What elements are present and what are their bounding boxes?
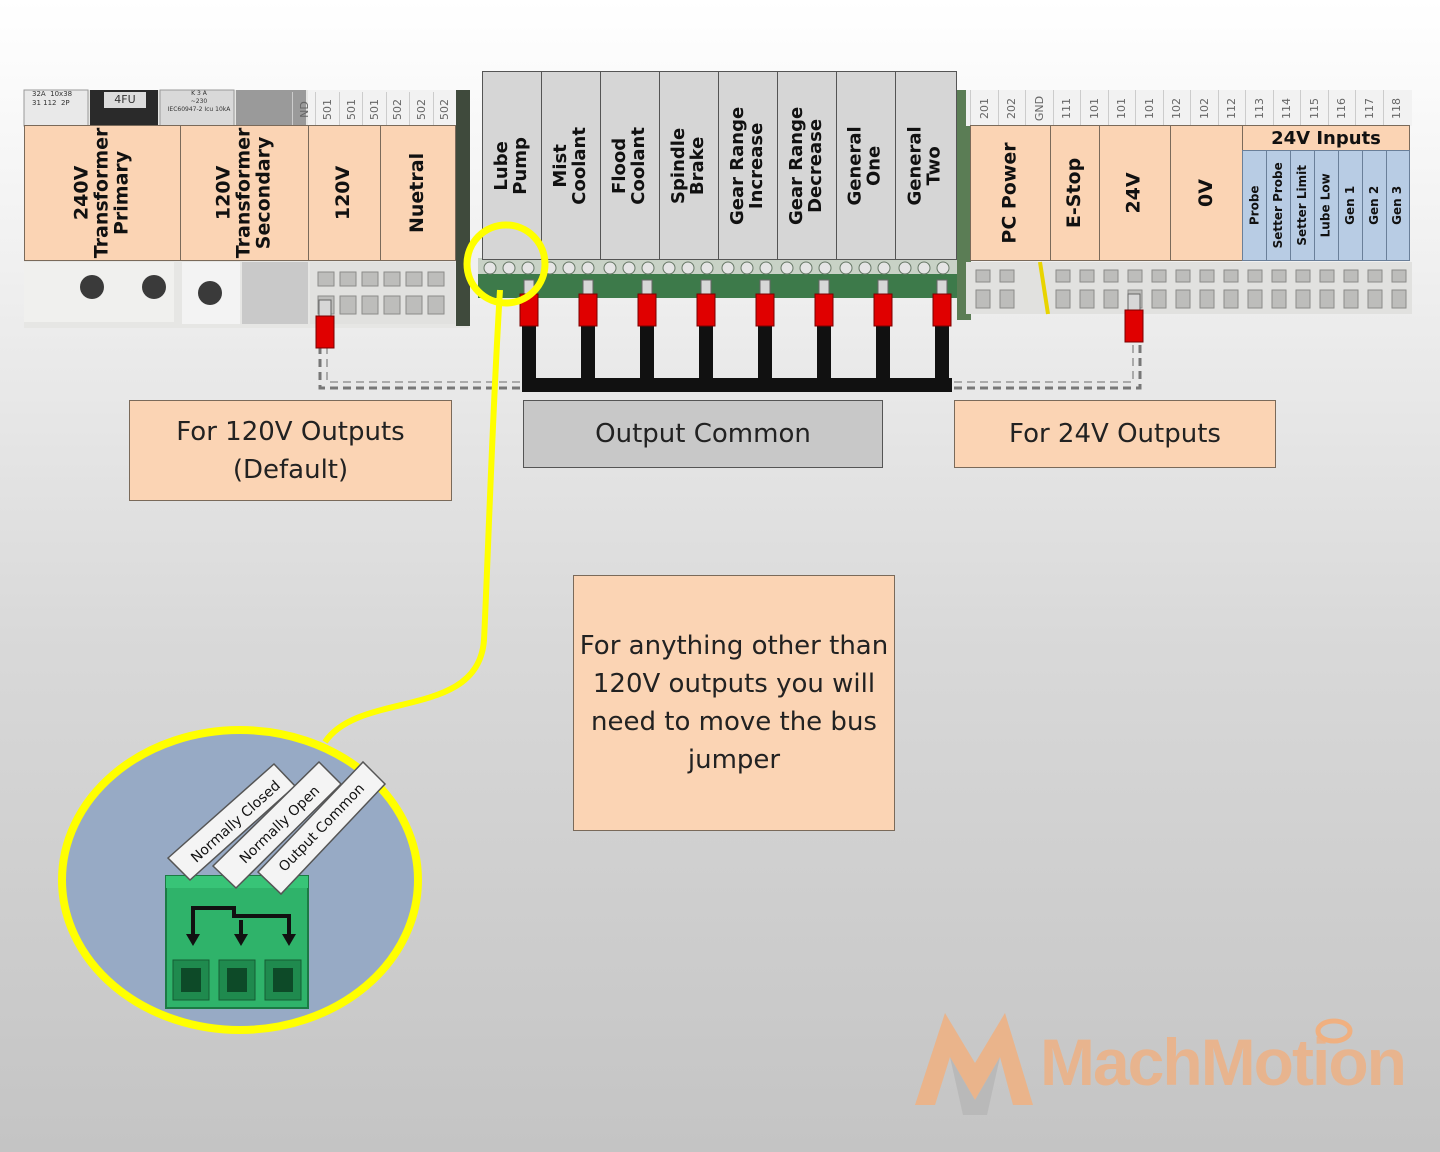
terminal-number: 501 <box>362 92 385 126</box>
input-probe: Probe <box>1242 150 1267 261</box>
terminal-number: 101 <box>1135 90 1163 126</box>
label-gear-range-increase: Gear Range Increase <box>718 71 778 260</box>
label-nuetral: Nuetral <box>380 125 456 261</box>
terminal-number: 101 <box>1080 90 1108 126</box>
fuse-rating: 32A 10x38 31 112 2P <box>32 90 73 107</box>
callout-output-common: Output Common <box>523 400 883 468</box>
terminal-number: 101 <box>1107 90 1136 126</box>
terminal-number: 115 <box>1300 90 1328 126</box>
label-120v-transformer-secondary: 120V Transformer Secondary <box>180 125 309 261</box>
label-mist-coolant: Mist Coolant <box>541 71 601 260</box>
terminal-number: 502 <box>432 92 456 126</box>
inputs-header: 24V Inputs <box>1242 125 1410 151</box>
machmotion-logo-swoosh-icon <box>1315 1018 1353 1044</box>
label-general-one: General One <box>836 71 896 260</box>
terminal-number: 502 <box>409 92 432 126</box>
terminal-number: 501 <box>338 92 362 126</box>
terminal-number: 102 <box>1162 90 1191 126</box>
label-lube-pump: Lube Pump <box>482 71 542 260</box>
input-gen-1: Gen 1 <box>1338 150 1363 261</box>
terminal-number: 202 <box>997 90 1026 126</box>
input-setter-limit: Setter Limit <box>1290 150 1315 261</box>
label-24v: 24V <box>1099 125 1171 261</box>
terminal-number: GND <box>1025 90 1053 126</box>
terminal-number: 114 <box>1272 90 1301 126</box>
input-gen-2: Gen 2 <box>1362 150 1387 261</box>
input-lube-low: Lube Low <box>1314 150 1339 261</box>
label-240v-transformer-primary: 240V Transformer Primary <box>24 125 181 261</box>
machmotion-logo-mark <box>915 1013 1033 1115</box>
label-general-two: General Two <box>895 71 957 260</box>
terminal-number: ND <box>292 92 315 126</box>
label-spindle-brake: Spindle Brake <box>659 71 719 260</box>
label-flood-coolant: Flood Coolant <box>600 71 660 260</box>
breaker-rating: K 3 A ~230 IEC60947-2 Icu 10kA <box>167 90 231 113</box>
machmotion-logo-text: MachMotion <box>1040 1025 1407 1099</box>
terminal-number: 118 <box>1382 90 1411 126</box>
terminal-number: 116 <box>1327 90 1356 126</box>
terminal-number: 501 <box>315 92 338 126</box>
terminal-number: 112 <box>1217 90 1246 126</box>
label-gear-range-decrease: Gear Range Decrease <box>777 71 837 260</box>
terminal-number: 113 <box>1245 90 1273 126</box>
terminal-number: 502 <box>385 92 409 126</box>
callout-120v-outputs: For 120V Outputs (Default) <box>129 400 452 501</box>
input-setter-probe: Setter Probe <box>1266 150 1291 261</box>
terminal-number: 102 <box>1190 90 1218 126</box>
terminal-number: 201 <box>970 90 998 126</box>
label-120v: 120V <box>308 125 381 261</box>
label-e-stop: E-Stop <box>1050 125 1100 261</box>
terminal-number: 111 <box>1052 90 1081 126</box>
callout-move-jumper: For anything other than 120V outputs you… <box>573 575 895 831</box>
callout-24v-outputs: For 24V Outputs <box>954 400 1276 468</box>
input-gen-3: Gen 3 <box>1386 150 1410 261</box>
terminal-number: 117 <box>1355 90 1383 126</box>
inputs-header-text: 24V Inputs <box>1271 127 1381 149</box>
label-pc-power: PC Power <box>970 125 1051 261</box>
fuse-label: 4FU <box>114 93 136 106</box>
label-0v: 0V <box>1170 125 1243 261</box>
